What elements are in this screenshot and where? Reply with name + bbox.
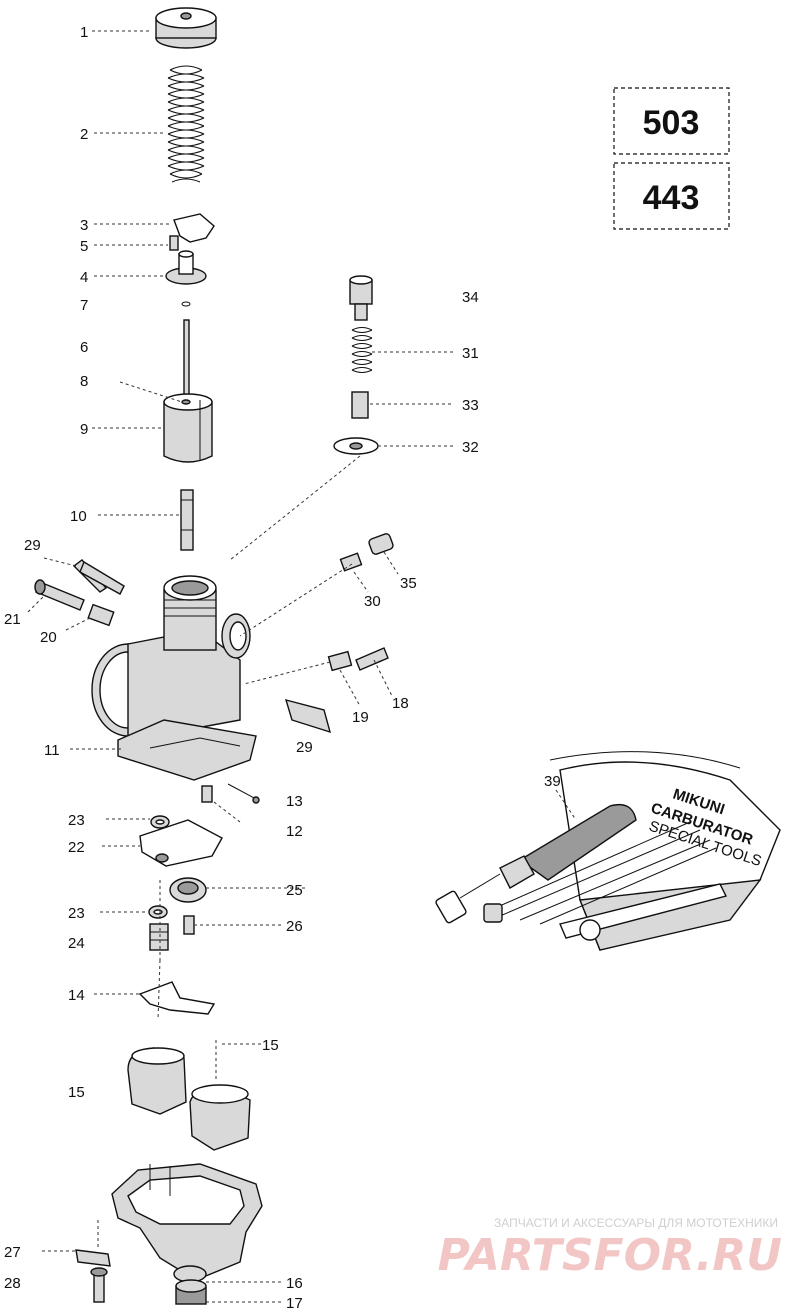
callout-11: 11 [44,742,60,759]
part-idle-screw-small [339,552,363,572]
callout-29-upper: 29 [24,537,41,554]
part-washer-lower [148,905,168,919]
part-jet-needle [183,319,190,397]
callout-24: 24 [68,935,85,952]
callout-29-lower: 29 [296,739,313,756]
part-air-screw [34,579,85,611]
callout-7: 7 [80,297,88,314]
callout-15-left: 15 [68,1084,85,1101]
part-spring [167,65,205,183]
part-air-screw-spring [87,603,115,627]
part-body-screw [227,783,260,804]
callout-4: 4 [80,269,88,286]
callout-13: 13 [286,793,303,810]
part-needle-holder [165,250,207,285]
part-clip-plate [173,213,215,243]
part-drain-plug [175,1279,207,1305]
callout-26: 26 [286,918,303,935]
part-hose-lower [284,699,332,734]
callout-2: 2 [80,126,88,143]
part-throttle-slide [163,393,213,463]
tool-wrench [559,883,728,941]
callout-14: 14 [68,987,85,1004]
part-drain-plate [75,1249,111,1267]
callout-18: 18 [392,695,409,712]
callout-31: 31 [462,345,479,362]
model-box-503: 503 [613,87,730,155]
part-fitting-gasket [333,437,379,455]
callout-22: 22 [68,839,85,856]
callout-1: 1 [80,24,88,41]
part-needle-clip [169,235,179,251]
part-idle-screw-spring [327,650,353,672]
watermark-tagline: ЗАПЧАСТИ И АКСЕССУАРЫ ДЛЯ МОТОТЕХНИКИ [494,1216,778,1230]
callout-6: 6 [80,339,88,356]
part-float-bowl [111,1163,263,1281]
leader-lines [27,30,577,1303]
tool-rods [483,821,717,925]
callout-20: 20 [40,629,57,646]
part-rubber-cap [368,533,394,555]
part-fitting-spring [351,327,373,373]
callout-34: 34 [462,289,479,306]
callout-17: 17 [286,1295,303,1312]
callout-30: 30 [364,593,381,610]
screwdriver [435,803,637,924]
part-float-left [127,1047,187,1115]
part-baffle-plate [139,819,223,867]
watermark: ЗАПЧАСТИ И АКСЕССУАРЫ ДЛЯ МОТОТЕХНИКИ PA… [438,1216,782,1281]
callout-21: 21 [4,611,21,628]
callout-39: 39 [544,773,561,790]
part-float-right [189,1084,251,1151]
callout-5: 5 [80,238,88,255]
callout-25: 25 [286,882,303,899]
model-label-443: 443 [643,179,700,217]
callout-9: 9 [80,421,88,438]
callout-8: 8 [80,373,88,390]
part-e-ring [181,301,191,307]
callout-27: 27 [4,1244,21,1261]
callout-12: 12 [286,823,303,840]
callout-15-right: 15 [262,1037,279,1054]
callout-labels: 1 2 3 5 4 7 6 8 9 10 29 21 20 11 23 22 2… [4,24,561,1312]
special-tools-kit: MIKUNI CARBURATOR SPECIAL TOOLS [435,751,781,951]
callout-16: 16 [286,1275,303,1292]
callout-3: 3 [80,217,88,234]
callout-33: 33 [462,397,479,414]
callout-19: 19 [352,709,369,726]
callout-10: 10 [70,508,87,525]
part-drain-screw [90,1267,108,1303]
part-float-arm [138,981,216,1015]
part-washer-upper [150,815,170,829]
part-fitting-plunger [351,391,369,419]
model-box-443: 443 [613,162,730,230]
watermark-site: PARTSFOR.RU [438,1230,782,1281]
part-needle-jet [180,489,194,551]
model-label-503: 503 [643,104,700,142]
part-hose-upper [72,559,125,595]
callout-23-lower: 23 [68,905,85,922]
part-pilot-jet [201,785,213,803]
callout-23-upper: 23 [68,812,85,829]
part-valve-seat [169,877,207,903]
callout-35: 35 [400,575,417,592]
callout-28: 28 [4,1275,21,1292]
part-carburetor-body [91,575,257,781]
part-idle-screw [355,647,389,671]
callout-32: 32 [462,439,479,456]
part-needle-valve [183,915,195,935]
part-main-jet [149,923,169,951]
part-cap [155,7,217,49]
part-fuel-fitting [349,275,373,321]
